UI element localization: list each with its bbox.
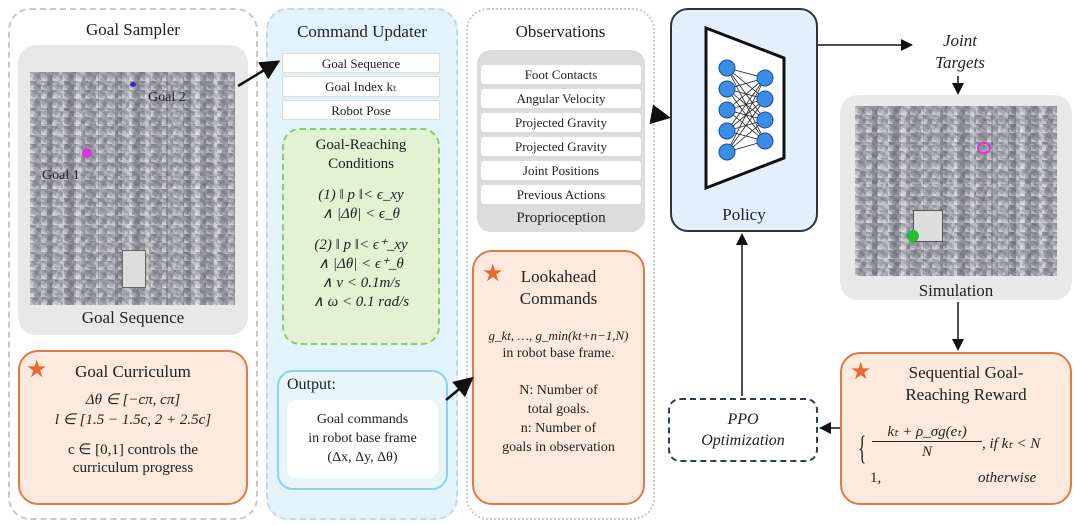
goal-label: Goal 2 (148, 90, 186, 105)
curriculum-line: c ∈ [0,1] controls the (67, 442, 199, 458)
observations-title: Observations (515, 22, 606, 41)
goal-marker (130, 82, 136, 87)
curriculum-line: curriculum progress (72, 460, 194, 476)
goal-sampler-title: Goal Sampler (86, 20, 180, 39)
joint-targets-line: Targets (935, 53, 985, 72)
network-node (756, 132, 774, 150)
reward-title: Reaching Reward (905, 385, 1027, 404)
proprioception-label: Proprioception (516, 210, 606, 226)
reward-title: Sequential Goal- (908, 363, 1024, 382)
neural-network-icon (704, 25, 786, 191)
network-node (718, 122, 736, 140)
star-icon: ★ (482, 261, 504, 287)
simulation-label: Simulation (918, 281, 994, 300)
policy-label: Policy (722, 205, 766, 224)
goal-curriculum-box: ★ Goal Curriculum Δθ ∈ [−cπ, cπ] l ∈ [1.… (18, 350, 248, 505)
condition-line: ∧ |Δθ| < ϵ_θ (322, 206, 400, 222)
lookahead-line: total goals. (527, 402, 590, 417)
arrow (649, 104, 671, 125)
output-box: Output: Goal commands in robot base fram… (277, 370, 448, 490)
brace-icon: { (858, 430, 867, 467)
command-item: Goal Index kₜ (282, 76, 440, 97)
lookahead-title: Lookahead (520, 267, 597, 286)
condition-line: ∧ |Δθ| < ϵ⁺_θ (318, 256, 404, 272)
goal-sampler-panel: Goal Sampler (8, 8, 258, 520)
output-line: Goal commands (316, 412, 409, 427)
observation-item: Foot Contacts (480, 64, 642, 85)
network-node (718, 101, 736, 119)
reward-condition: , if kₜ < N (982, 436, 1041, 452)
star-icon: ★ (850, 359, 872, 385)
goal-marker (82, 148, 92, 158)
goal-curriculum-title: Goal Curriculum (75, 362, 191, 381)
goal-marker (907, 230, 919, 242)
output-label: Output: (287, 376, 336, 393)
arrow (237, 60, 281, 88)
conditions-title: Goal-Reaching (315, 137, 407, 153)
lookahead-line: N: Number of (519, 383, 598, 398)
reward-denominator: N (921, 444, 932, 460)
robot (122, 250, 146, 288)
network-node (718, 143, 736, 161)
output-line: (Δx, Δy, Δθ) (327, 450, 398, 465)
network-node (718, 59, 736, 77)
conditions-title: Conditions (328, 156, 394, 172)
lookahead-title: Commands (519, 289, 598, 308)
star-icon: ★ (26, 357, 48, 383)
reward-case: 1, (870, 470, 882, 486)
lookahead-line: n: Number of (520, 421, 597, 436)
terrain-image: Goal 2 Goal 1 (30, 72, 235, 305)
observations-panel: Observations (466, 8, 655, 520)
curriculum-line: Δθ ∈ [−cπ, cπ] (85, 392, 181, 408)
condition-line: ∧ ω < 0.1 rad/s (312, 294, 410, 310)
command-item: Robot Pose (282, 100, 440, 120)
arrow (445, 376, 474, 401)
joint-targets-line: Joint (943, 31, 977, 50)
network-node (756, 69, 774, 87)
output-line: in robot base frame (308, 431, 417, 446)
lookahead-formula: g_kt, …, g_min(kt+n−1,N) (488, 328, 629, 343)
goal-marker (977, 142, 991, 154)
condition-line: (2) ‖ p ‖< ϵ⁺_xy (314, 237, 408, 253)
observation-item: Projected Gravity (480, 136, 642, 157)
lookahead-commands-box: ★ Lookahead Commands g_kt, …, g_min(kt+n… (472, 250, 645, 505)
observation-item: Previous Actions (480, 184, 642, 205)
ppo-optimization-box: PPO Optimization (668, 398, 818, 462)
simulation-image (855, 106, 1057, 276)
condition-line: (1) ‖ p ‖< ϵ_xy (318, 187, 404, 203)
network-node (756, 111, 774, 129)
command-item: Goal Sequence (282, 53, 440, 73)
goal-sequence-caption: Goal Sequence (81, 308, 185, 327)
command-updater-title: Command Updater (297, 22, 427, 41)
reward-numerator: kₜ + ρ_σg(eₜ) (872, 422, 982, 442)
curriculum-line: l ∈ [1.5 − 1.5c, 2 + 2.5c] (54, 412, 212, 428)
goal-reaching-conditions-box: Goal-Reaching Conditions (1) ‖ p ‖< ϵ_xy… (282, 128, 440, 345)
lookahead-line: in robot base frame. (502, 346, 615, 361)
observation-item: Angular Velocity (480, 88, 642, 109)
sequential-reward-box: ★ Sequential Goal- Reaching Reward { kₜ … (840, 352, 1072, 505)
observation-item: Projected Gravity (480, 112, 642, 133)
network-node (756, 90, 774, 108)
condition-line: ∧ v < 0.1m/s (321, 275, 401, 291)
goal-label: Goal 1 (42, 168, 80, 183)
ppo-line: PPO (727, 411, 759, 428)
network-node (718, 80, 736, 98)
observation-item: Joint Positions (480, 160, 642, 181)
policy-box: Policy (670, 8, 818, 232)
joint-targets-label: Joint Targets (915, 30, 1005, 74)
lookahead-line: goals in observation (502, 440, 615, 455)
ppo-line: Optimization (701, 432, 785, 449)
reward-condition: otherwise (978, 470, 1037, 486)
